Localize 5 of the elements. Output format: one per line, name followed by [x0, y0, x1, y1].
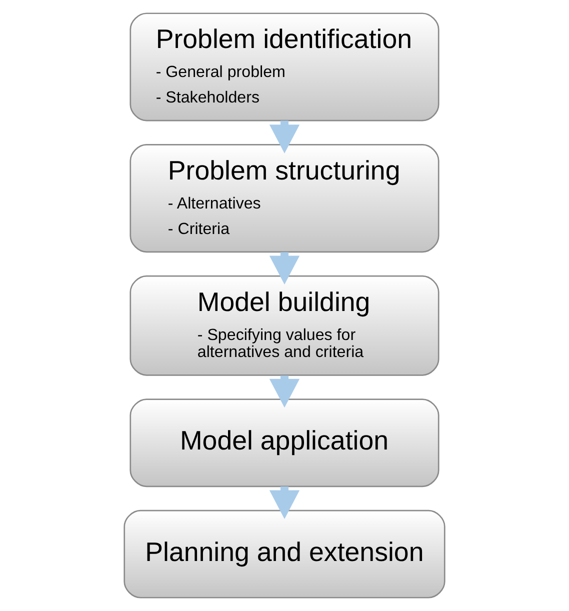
node-box: Planning and extension: [124, 510, 446, 598]
node-box: Problem structuring - Alternatives - Criteria: [130, 144, 440, 253]
node-box: Model building - Specifying values for alternatives and criteria: [130, 275, 440, 376]
node-box: Model application: [130, 398, 440, 488]
node-box: Problem identification - General problem - Stakeholders: [130, 12, 440, 122]
